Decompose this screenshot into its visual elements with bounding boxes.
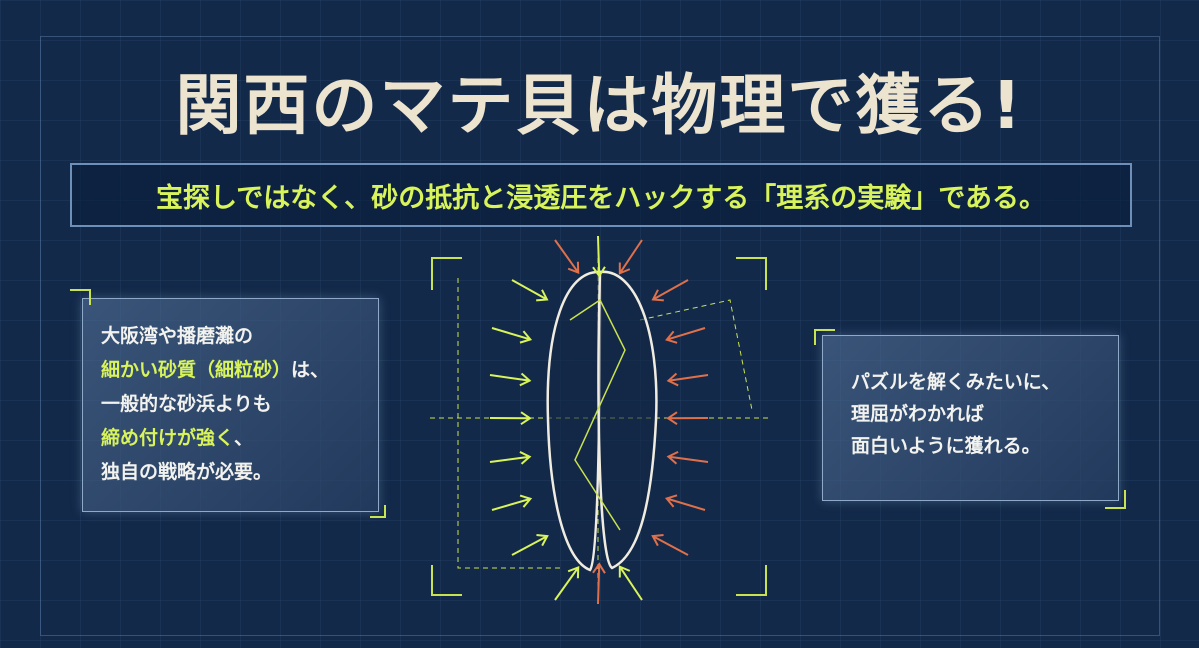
pressure-arrow [665, 327, 706, 344]
pressure-arrow [491, 327, 533, 344]
pressure-arrow [592, 562, 606, 605]
pressure-arrow [666, 411, 709, 426]
pressure-arrow [511, 534, 549, 556]
corner-brackets [431, 257, 767, 596]
left-line-2-highlight: 細かい砂質（細粒砂） [101, 359, 292, 381]
right-line-2: 理屈がわかれば [851, 403, 985, 425]
pressure-arrow [489, 451, 532, 465]
pressure-arrow [554, 565, 580, 601]
outer-frame [40, 36, 1160, 636]
right-line-1: パズルを解くみたいに、 [851, 371, 1061, 393]
pressure-arrow [666, 372, 709, 387]
guide-lines [430, 240, 770, 595]
subtitle-text: 宝探しではなく、砂の抵抗と浸透圧をハックする「理系の実験」である。 [156, 182, 1046, 214]
pressure-arrow [618, 565, 643, 601]
pressure-arrows [489, 235, 709, 605]
clam-shell [546, 270, 658, 572]
pressure-arrow [489, 411, 532, 426]
pressure-arrow [664, 494, 706, 511]
pressure-arrow [618, 239, 643, 275]
left-line-4-highlight: 締め付けが強く [101, 427, 235, 449]
left-line-5: 独自の戦略が必要。 [101, 461, 273, 483]
subtitle-banner: 宝探しではなく、砂の抵抗と浸透圧をハックする「理系の実験」である。 [70, 163, 1132, 227]
page-title: 関西のマテ貝は物理で獲る! [175, 67, 1024, 144]
left-card-corners [70, 289, 1126, 518]
left-line-2-suffix: は、 [291, 359, 330, 381]
left-info-card: 大阪湾や播磨灘の 細かい砂質（細粒砂）は、 一般的な砂浜よりも 締め付けが強く、… [82, 298, 379, 512]
pressure-arrow [491, 494, 533, 511]
pressure-arrow [592, 235, 606, 278]
left-line-3: 一般的な砂浜よりも [101, 393, 272, 415]
left-line-1: 大阪湾や播磨灘の [101, 325, 254, 347]
pressure-arrow [554, 239, 580, 275]
left-line-4-suffix: 、 [234, 427, 254, 449]
pressure-arrow [651, 279, 689, 302]
pressure-arrow [511, 279, 549, 302]
pressure-arrow [666, 450, 709, 465]
pressure-arrow [651, 534, 689, 556]
pressure-arrow [489, 372, 532, 387]
right-line-3: 面白いように獲れる。 [851, 435, 1041, 457]
right-info-card: パズルを解くみたいに、 理屈がわかれば 面白いように獲れる。 [822, 335, 1119, 501]
